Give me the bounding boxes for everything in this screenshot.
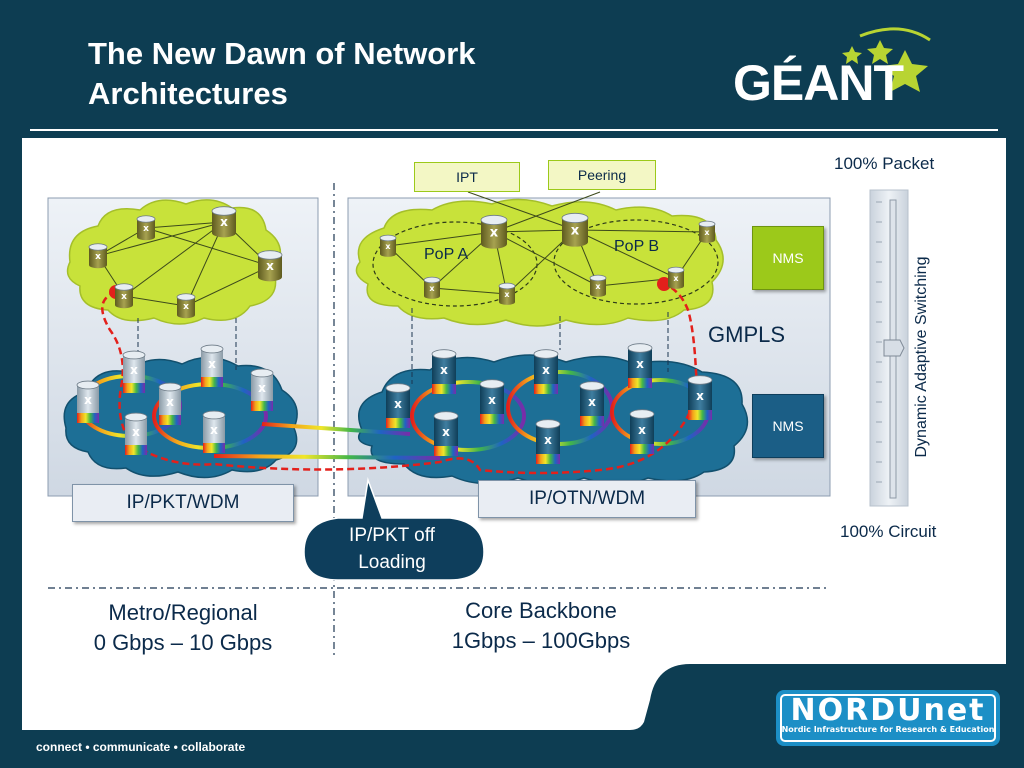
node-mark: x xyxy=(588,395,596,409)
core-otn-node: x xyxy=(535,419,561,464)
switching-slider-handle[interactable] xyxy=(880,332,908,364)
node-mark: x xyxy=(542,363,550,377)
node-mark: x xyxy=(673,274,679,283)
peering-tag: Peering xyxy=(548,160,656,190)
node-mark: x xyxy=(183,302,189,312)
metro-wdm-node: x xyxy=(158,382,182,425)
core-router-node: x xyxy=(498,282,516,305)
core-otn-node: x xyxy=(627,343,653,388)
node-mark: x xyxy=(544,433,552,447)
core-router-node: x xyxy=(667,266,685,289)
node-mark: x xyxy=(636,357,644,371)
packet-label: 100% Packet xyxy=(834,154,935,173)
slider-label: Dynamic Adaptive Switching xyxy=(913,256,930,458)
metro-router-node: x xyxy=(136,215,156,241)
node-mark: x xyxy=(220,215,228,229)
page-title: The New Dawn of Network Architectures xyxy=(88,34,648,114)
core-caption: Core Backbone 1Gbps – 100Gbps xyxy=(414,596,668,656)
nordunet-logo: NORDUnet Nordic Infrastructure for Resea… xyxy=(776,690,1000,746)
core-caption-title: Core Backbone xyxy=(465,598,617,623)
ipt-tag: IPT xyxy=(414,162,520,192)
node-mark: x xyxy=(504,290,510,299)
node-mark: x xyxy=(121,292,127,302)
core-caption-range: 1Gbps – 100Gbps xyxy=(451,628,631,653)
core-otn-node: x xyxy=(385,383,411,428)
metro-wdm-node: x xyxy=(124,412,148,455)
nordunet-logo-border xyxy=(780,694,996,742)
node-mark: x xyxy=(143,224,149,234)
metro-router-node: x xyxy=(211,206,237,238)
node-mark: x xyxy=(488,393,496,407)
node-mark: x xyxy=(258,381,266,395)
node-mark: x xyxy=(266,259,274,273)
core-router-node: x xyxy=(589,274,607,297)
core-router-node: x xyxy=(480,214,508,249)
core-router-node: x xyxy=(561,212,589,247)
metro-router-node: x xyxy=(114,283,134,309)
core-otn-node: x xyxy=(431,349,457,394)
metro-caption-title: Metro/Regional xyxy=(108,600,258,625)
node-mark: x xyxy=(638,423,646,437)
metro-wdm-node: x xyxy=(76,380,100,423)
nms-box-circuit: NMS xyxy=(752,394,824,458)
core-otn-node: x xyxy=(533,349,559,394)
callout-line-1: IP/PKT off xyxy=(349,525,435,546)
node-mark: x xyxy=(166,395,174,409)
node-mark: x xyxy=(440,363,448,377)
geant-logo: GÉANT xyxy=(733,55,904,111)
node-mark: x xyxy=(385,242,391,251)
node-mark: x xyxy=(210,423,218,437)
metro-caption-range: 0 Gbps – 10 Gbps xyxy=(93,630,273,655)
footer-tagline: connect • communicate • collaborate xyxy=(36,740,246,754)
node-mark: x xyxy=(704,228,710,237)
node-mark: x xyxy=(571,224,580,239)
offloading-callout: IP/PKT off Loading xyxy=(312,522,472,576)
title-line-2: Architectures xyxy=(88,76,288,111)
node-mark: x xyxy=(442,425,450,439)
node-mark: x xyxy=(208,357,216,371)
nordunet-logo-tagline: Nordic Infrastructure for Research & Edu… xyxy=(781,725,995,734)
core-otn-node: x xyxy=(579,381,605,426)
title-line-1: The New Dawn of Network xyxy=(88,36,476,71)
metro-technology-box: IP/PKT/WDM xyxy=(72,484,294,522)
core-otn-node: x xyxy=(629,409,655,454)
node-mark: x xyxy=(95,252,101,262)
metro-router-node: x xyxy=(176,293,196,319)
metro-wdm-node: x xyxy=(122,350,146,393)
metro-wdm-node: x xyxy=(250,368,274,411)
metro-caption: Metro/Regional 0 Gbps – 10 Gbps xyxy=(60,598,306,658)
node-mark: x xyxy=(595,282,601,291)
node-mark: x xyxy=(429,284,435,293)
node-mark: x xyxy=(696,389,704,403)
node-mark: x xyxy=(394,397,402,411)
node-mark: x xyxy=(130,363,138,377)
node-mark: x xyxy=(84,393,92,407)
core-otn-node: x xyxy=(687,375,713,420)
pop-a-label: PoP A xyxy=(424,246,469,263)
metro-wdm-node: x xyxy=(202,410,226,453)
core-router-node: x xyxy=(423,276,441,299)
core-router-node: x xyxy=(379,234,397,257)
nms-box-packet: NMS xyxy=(752,226,824,290)
circuit-label: 100% Circuit xyxy=(840,522,937,541)
core-technology-box: IP/OTN/WDM xyxy=(478,480,696,518)
core-otn-node: x xyxy=(433,411,459,456)
gmpls-label: GMPLS xyxy=(708,322,786,347)
pop-b-label: PoP B xyxy=(614,238,660,255)
node-mark: x xyxy=(132,425,140,439)
core-otn-node: x xyxy=(479,379,505,424)
metro-router-node: x xyxy=(257,250,283,282)
metro-router-node: x xyxy=(88,243,108,269)
nordunet-logo-name: NORDUnet xyxy=(790,693,986,728)
metro-wdm-node: x xyxy=(200,344,224,387)
node-mark: x xyxy=(490,226,499,241)
core-router-node: x xyxy=(698,220,716,243)
callout-line-2: Loading xyxy=(358,552,426,573)
